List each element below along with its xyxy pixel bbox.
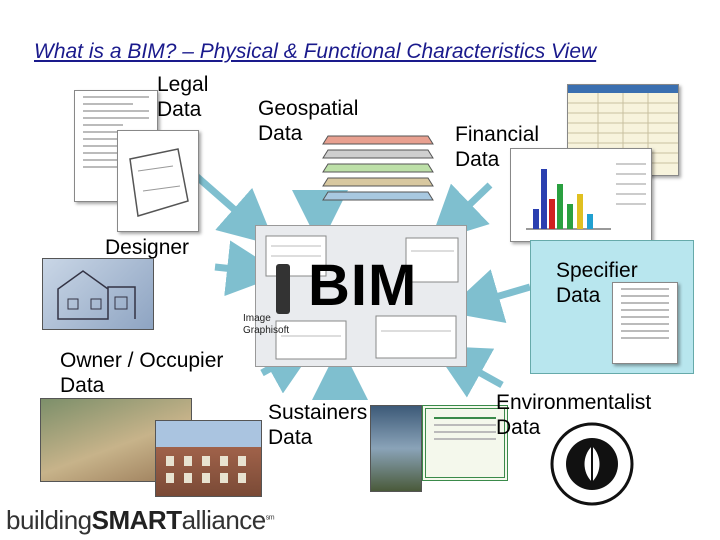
legal-data-label: Legal Data — [157, 73, 209, 121]
sustainers-mechanical-photo — [370, 405, 422, 492]
legal-site-plan-image — [117, 130, 199, 232]
logo-part-alliance: alliance — [181, 505, 267, 535]
financial-chart-image — [510, 148, 652, 242]
arrow-legal — [192, 172, 276, 246]
geospatial-layers-image — [322, 135, 434, 201]
financial-data-label: Financial Data — [455, 123, 540, 171]
arrow-financial — [429, 182, 493, 243]
owner-building-photo — [155, 420, 262, 497]
geospatial-data-label: Geospatial Data — [258, 97, 359, 145]
specifier-data-label: Specifier Data — [556, 259, 638, 307]
environmentalist-data-label: Environmentalist Data — [496, 391, 652, 439]
specifier-documents-image — [612, 282, 678, 364]
logo-service-mark: sm — [265, 514, 275, 522]
designer-sketch-image — [42, 258, 154, 330]
sustainers-warranty-certificate — [422, 405, 508, 481]
logo-part-smart: SMART — [91, 505, 182, 535]
arrow-designer — [214, 240, 283, 297]
usgbc-seal-icon — [550, 422, 634, 506]
sustainers-data-label: Sustainers Data — [268, 401, 368, 449]
image-credit: Image Graphisoft — [243, 313, 290, 336]
arrow-specifier — [444, 269, 531, 324]
buildingsmart-alliance-logo: buildingSMARTalliancesm — [6, 505, 275, 536]
page-title: What is a BIM? – Physical & Functional C… — [34, 40, 597, 63]
logo-part-building: building — [6, 505, 92, 535]
owner-occupier-data-label: Owner / Occupier Data — [60, 349, 224, 397]
bim-collage-image — [255, 225, 467, 367]
bim-center-label: BIM — [308, 253, 418, 318]
